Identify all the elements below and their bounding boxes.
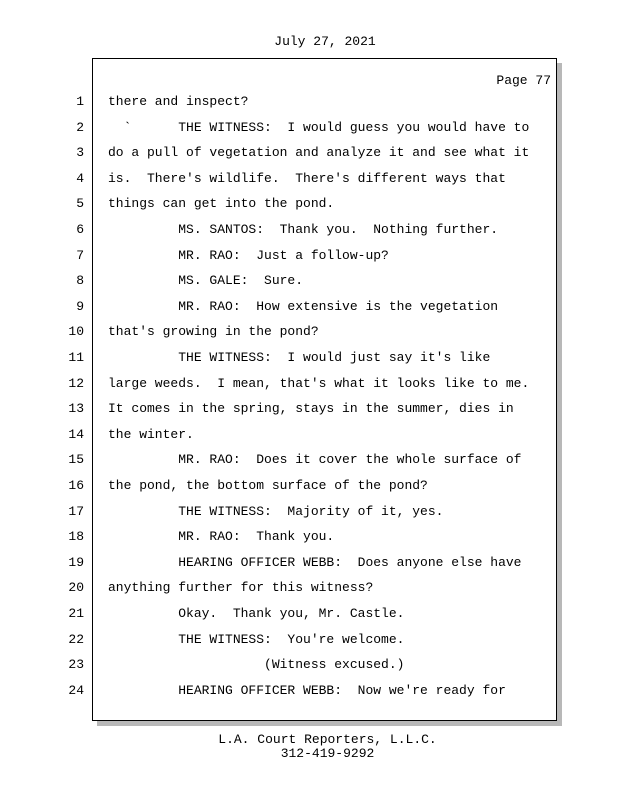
transcript-line: THE WITNESS: I would just say it's like bbox=[108, 350, 491, 365]
transcript-line: the winter. bbox=[108, 426, 194, 442]
line-number: 5 bbox=[76, 196, 84, 212]
transcript-date: July 27, 2021 bbox=[274, 34, 376, 49]
transcript-line: MR. RAO: Just a follow-up? bbox=[108, 247, 389, 263]
transcript-line: THE WITNESS: Majority of it, yes. bbox=[108, 503, 444, 519]
transcript-line: MS. SANTOS: Thank you. Nothing further. bbox=[108, 222, 499, 237]
footer-phone: 312-419-9292 bbox=[280, 746, 375, 761]
line-number: 7 bbox=[76, 247, 84, 263]
line-number: 14 bbox=[68, 426, 84, 442]
line-number: 19 bbox=[68, 554, 84, 570]
line-number: 9 bbox=[76, 298, 84, 314]
transcript-line: MS. GALE: Sure. bbox=[108, 273, 304, 289]
transcript-line: HEARING OFFICER WEBB: Now we're ready fo… bbox=[108, 682, 506, 698]
line-number: 6 bbox=[76, 222, 84, 237]
line-number: 2 bbox=[76, 119, 84, 135]
line-number: 4 bbox=[76, 170, 84, 186]
transcript-line: MR. RAO: Thank you. bbox=[108, 529, 335, 545]
line-number: 16 bbox=[68, 478, 84, 493]
transcript-line: It comes in the spring, stays in the sum… bbox=[108, 401, 514, 417]
transcript-line: THE WITNESS: You're welcome. bbox=[108, 631, 405, 647]
line-number: 21 bbox=[68, 606, 84, 621]
line-number: 22 bbox=[68, 631, 84, 647]
transcript-line: do a pull of vegetation and analyze it a… bbox=[108, 145, 530, 161]
transcript-line: that's growing in the pond? bbox=[108, 324, 319, 340]
line-number: 24 bbox=[68, 682, 84, 698]
line-number: 15 bbox=[68, 452, 84, 468]
transcript-page: Page 77 bbox=[92, 58, 557, 721]
footer-company: L.A. Court Reporters, L.L.C. bbox=[218, 732, 437, 747]
transcript-line: the pond, the bottom surface of the pond… bbox=[108, 478, 428, 493]
transcript-line: Okay. Thank you, Mr. Castle. bbox=[108, 606, 405, 621]
transcript-line: MR. RAO: How extensive is the vegetation bbox=[108, 298, 499, 314]
transcript-line: there and inspect? bbox=[108, 94, 249, 109]
line-number: 12 bbox=[68, 375, 84, 391]
line-number: 3 bbox=[76, 145, 84, 161]
line-number: 23 bbox=[68, 657, 84, 673]
transcript-line: ` THE WITNESS: I would guess you would h… bbox=[108, 119, 530, 135]
line-number: 18 bbox=[68, 529, 84, 545]
line-number: 20 bbox=[68, 580, 84, 596]
transcript-line: large weeds. I mean, that's what it look… bbox=[108, 375, 530, 391]
transcript-line: (Witness excused.) bbox=[108, 657, 405, 673]
transcript-line: is. There's wildlife. There's different … bbox=[108, 170, 506, 186]
line-number: 1 bbox=[76, 94, 84, 109]
line-number: 17 bbox=[68, 503, 84, 519]
line-number: 13 bbox=[68, 401, 84, 417]
line-number: 11 bbox=[68, 350, 84, 365]
transcript-line: things can get into the pond. bbox=[108, 196, 335, 212]
page-number: Page 77 bbox=[496, 73, 551, 88]
line-number: 8 bbox=[76, 273, 84, 289]
transcript-line: HEARING OFFICER WEBB: Does anyone else h… bbox=[108, 554, 522, 570]
transcript-line: MR. RAO: Does it cover the whole surface… bbox=[108, 452, 522, 468]
transcript-line: anything further for this witness? bbox=[108, 580, 374, 596]
line-number: 10 bbox=[68, 324, 84, 340]
